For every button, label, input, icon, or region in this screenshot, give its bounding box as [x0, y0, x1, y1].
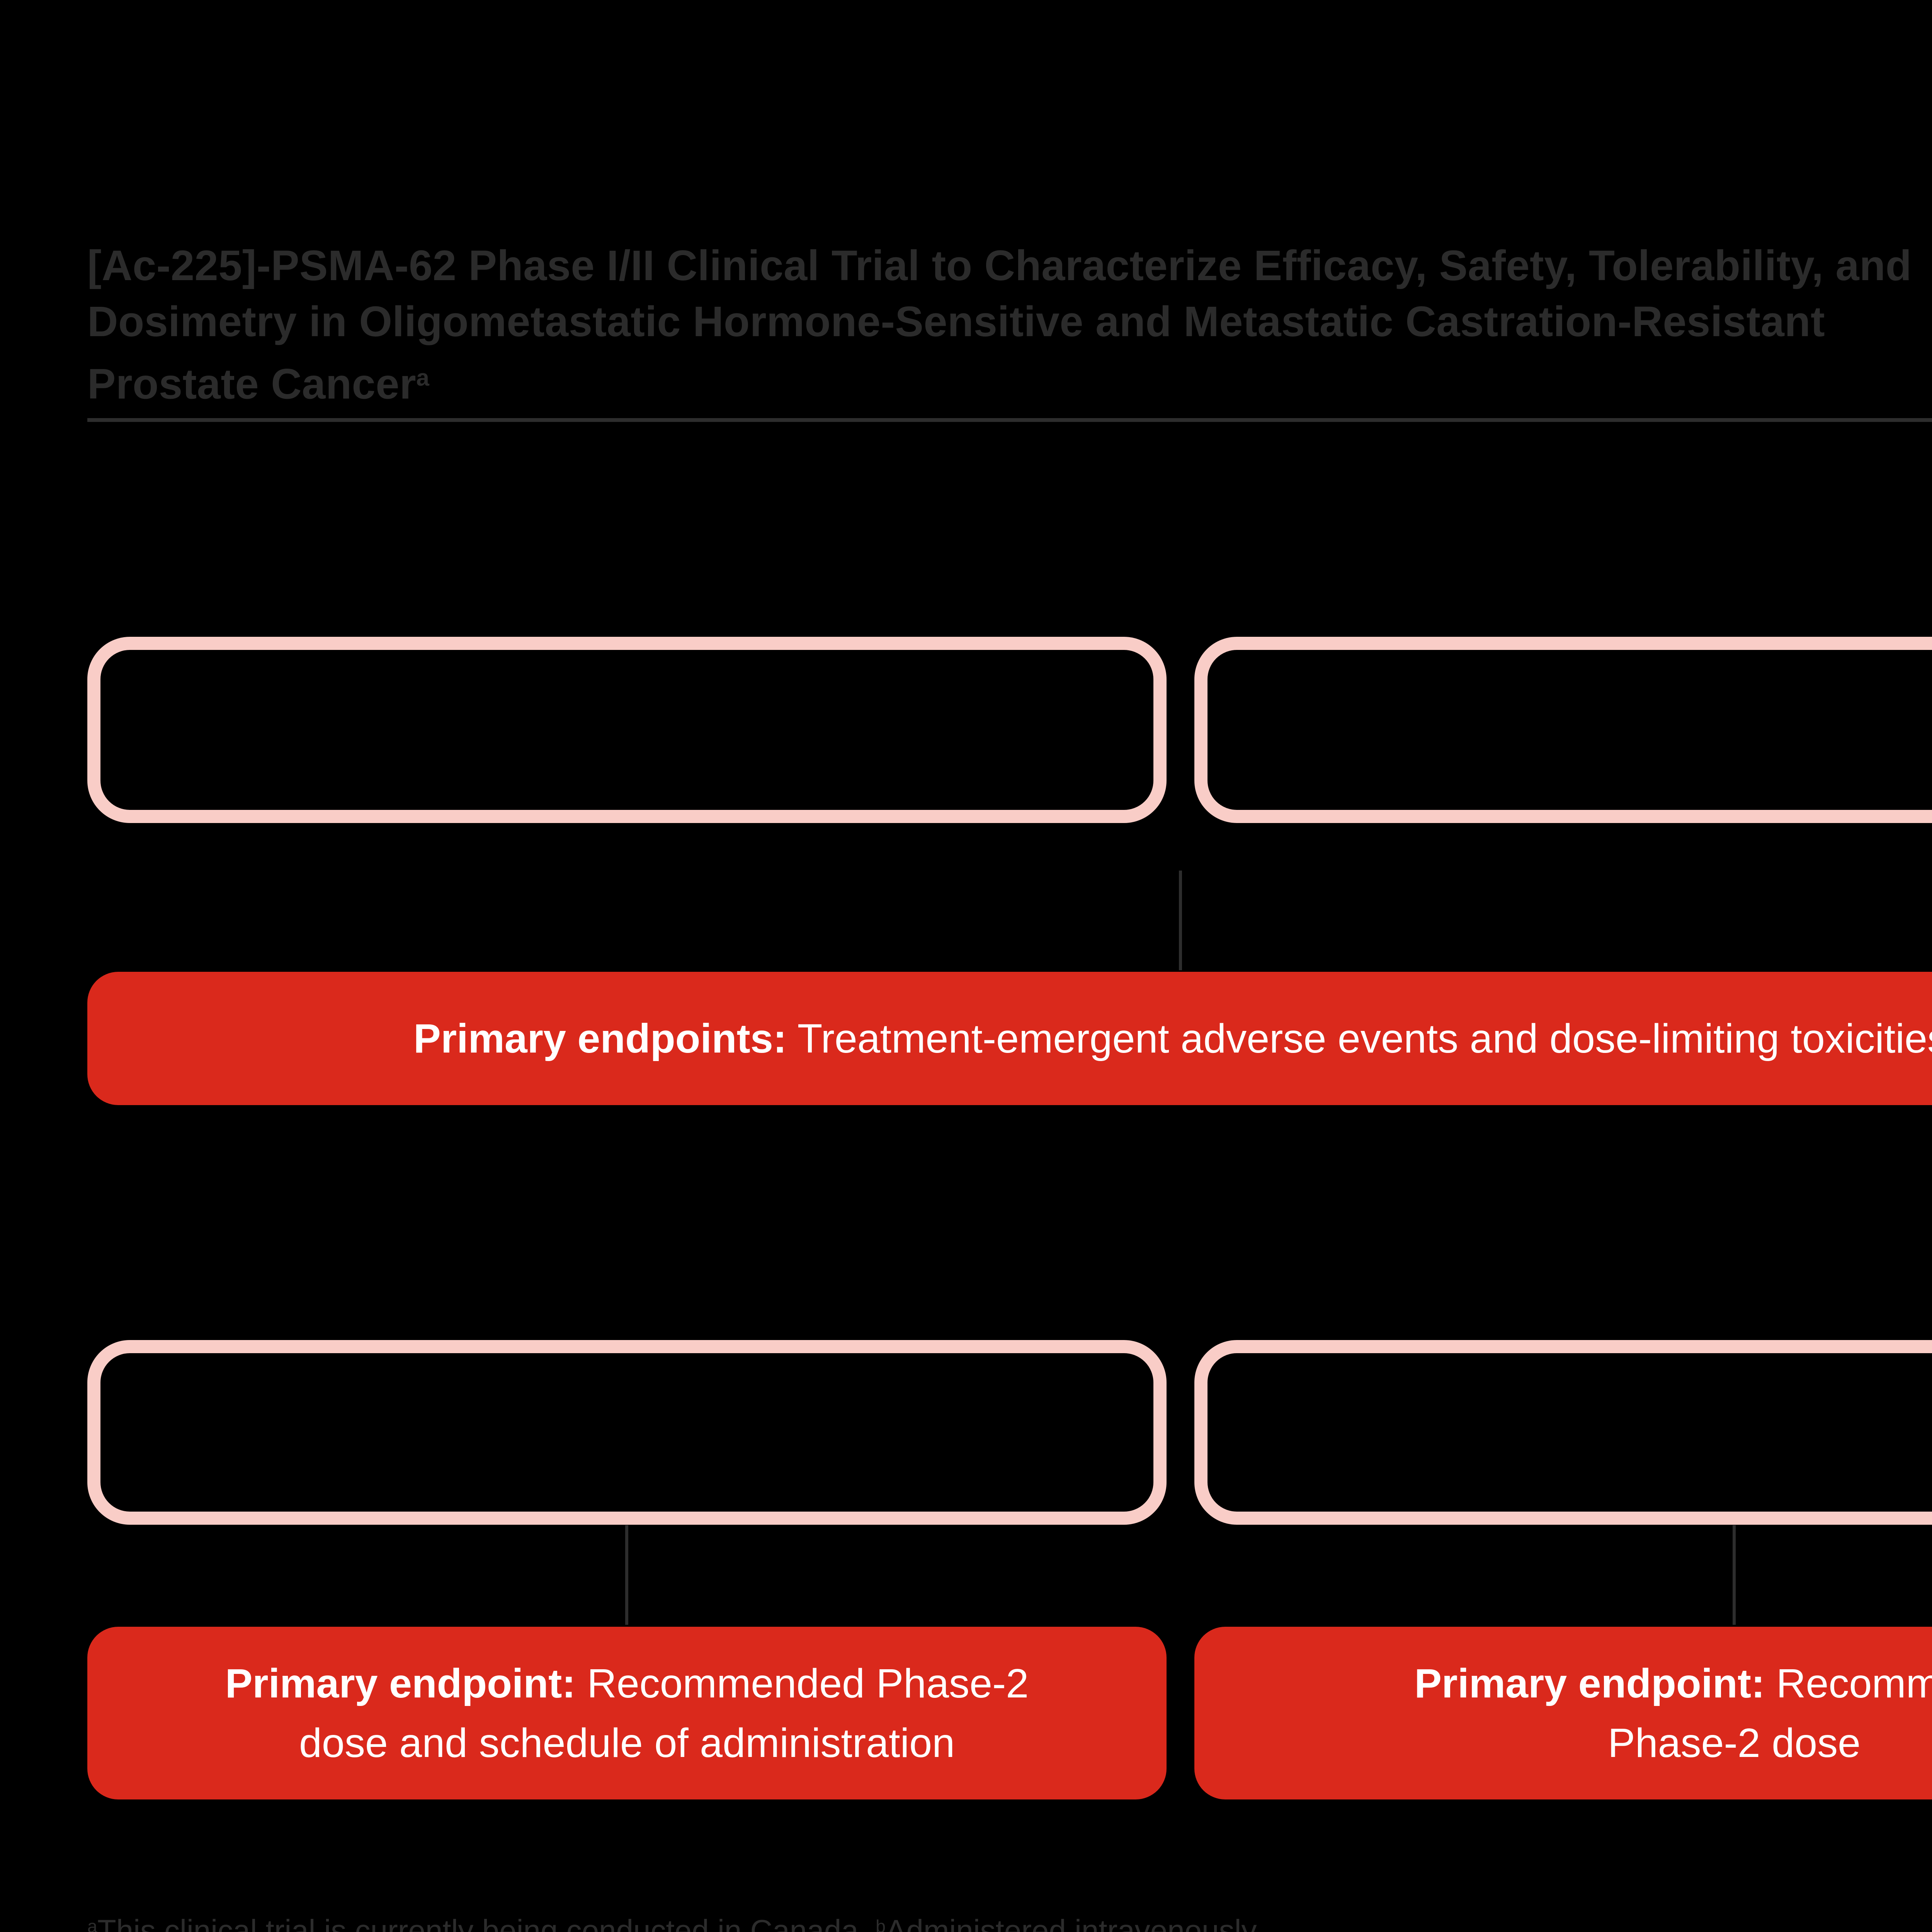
connector-line-row1 — [1179, 871, 1182, 970]
primary-endpoint-left-value-1: Recommended Phase-2 — [587, 1660, 1029, 1706]
figure-title-line-1: [Ac-225]-PSMA-62 Phase I/II Clinical Tri… — [87, 242, 1912, 289]
primary-endpoints-banner-text: Primary endpoints: Treatment-emergent ad… — [413, 1009, 1932, 1068]
footnote-a-text: This clinical trial is currently being c… — [97, 1913, 867, 1932]
figure-title-line-3: Prostate Cancera — [87, 350, 1932, 412]
primary-endpoint-left-line-1: Primary endpoint: Recommended Phase-2 — [225, 1654, 1029, 1713]
primary-endpoint-right-line-1: Primary endpoint: Recommended — [1414, 1654, 1932, 1713]
primary-endpoints-banner: Primary endpoints: Treatment-emergent ad… — [87, 972, 1932, 1105]
connector-line-row2-left — [625, 1525, 628, 1625]
connector-line-row2-right — [1733, 1525, 1736, 1625]
figure-title-line-3-text: Prostate Cancer — [87, 360, 417, 408]
primary-endpoints-value: Treatment-emergent adverse events and do… — [797, 1015, 1932, 1061]
title-divider — [87, 418, 1932, 422]
figure-title: [Ac-225]-PSMA-62 Phase I/II Clinical Tri… — [87, 238, 1932, 412]
outlined-box-row2-right — [1194, 1340, 1932, 1525]
title-footnote-marker: a — [416, 364, 430, 391]
footnotes: aThis clinical trial is currently being … — [87, 1907, 1932, 1932]
primary-endpoint-banner-right: Primary endpoint: Recommended Phase-2 do… — [1194, 1627, 1932, 1799]
footnote-b-marker: b — [876, 1916, 886, 1932]
primary-endpoint-left-line-2: dose and schedule of administration — [299, 1720, 955, 1766]
outlined-box-row1-right — [1194, 637, 1932, 823]
footnote-line-1: aThis clinical trial is currently being … — [87, 1907, 1932, 1932]
primary-endpoint-right-label: Primary endpoint: — [1414, 1660, 1765, 1706]
primary-endpoint-right-line-2: Phase-2 dose — [1607, 1720, 1861, 1766]
outlined-box-row2-left — [87, 1340, 1167, 1525]
footnote-a-marker: a — [87, 1916, 97, 1932]
primary-endpoint-right-value-1: Recommended — [1776, 1660, 1932, 1706]
outlined-box-row1-left — [87, 637, 1167, 823]
footnote-b-text: Administered intravenously. — [885, 1913, 1263, 1932]
primary-endpoint-banner-left: Primary endpoint: Recommended Phase-2 do… — [87, 1627, 1167, 1799]
primary-endpoint-left-label: Primary endpoint: — [225, 1660, 576, 1706]
figure-title-line-2: Dosimetry in Oligometastatic Hormone-Sen… — [87, 298, 1825, 345]
primary-endpoints-label: Primary endpoints: — [413, 1015, 787, 1061]
